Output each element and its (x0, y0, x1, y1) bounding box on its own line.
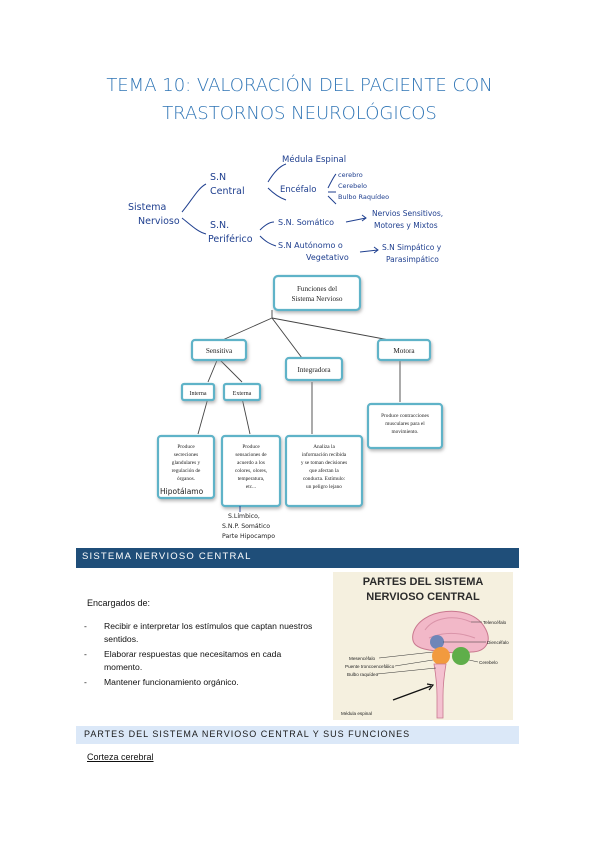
title-line-2: TRASTORNOS NEUROLÓGICOS (162, 103, 437, 124)
mm-simpatico-2: Parasimpático (386, 255, 439, 264)
fc-externa-desc-3: acuerdo a los (237, 460, 265, 466)
mm-cerebro: cerebro (338, 171, 363, 179)
fc-externa-desc-4: colores, olores, (235, 468, 267, 474)
brain-diagram-image: PARTES DEL SISTEMA NERVIOSO CENTRAL Tele… (333, 572, 513, 720)
fc-box-motora (376, 338, 432, 362)
brain-title-1: PARTES DEL SISTEMA (363, 576, 484, 588)
fc-box-externa-desc (220, 434, 282, 508)
mm-root-2: Nervioso (138, 216, 180, 227)
section-heading-snc: SISTEMA NERVIOSO CENTRAL (76, 548, 519, 568)
fc-interna-desc-1: Produce (177, 444, 195, 450)
brain-illustration: PARTES DEL SISTEMA NERVIOSO CENTRAL Tele… (341, 576, 509, 719)
brain-label-mesencefalo: Mesencéfalo (349, 656, 375, 661)
fc-interna: Interna (190, 391, 207, 397)
fc-motora: Motora (393, 347, 415, 355)
fc-box-sensitiva (190, 338, 248, 362)
mm-cerebelo: Cerebelo (338, 182, 367, 190)
fc-interna-desc-2: secreciones (174, 452, 198, 458)
fc-ext-note-3: Parte Hipocampo (222, 533, 275, 540)
fc-box-integradora-desc (284, 434, 364, 508)
mm-nervios-1: Nervios Sensitivos, (372, 209, 443, 218)
list-item: Recibir e interpretar los estímulos que … (80, 620, 320, 646)
encargados-list: Recibir e interpretar los estímulos que … (80, 620, 320, 691)
fc-interna-desc-4: regulación de (172, 468, 201, 474)
mm-autonomo-2: Vegetativo (306, 253, 349, 262)
nervous-system-mindmap: Sistema Nervioso S.N Central Médula Espi… (128, 154, 443, 264)
fc-motora-desc-1: Produce contracciones (381, 413, 429, 419)
fc-root-2: Sistema Nervioso (292, 295, 343, 303)
fc-hipotalamo: Hipotálamo (160, 487, 204, 496)
brain-label-cerebelo: Cerebelo (479, 660, 498, 665)
fc-integradora: Integradora (297, 366, 331, 374)
fc-integ-desc-3: y se toman decisiones (301, 460, 347, 466)
fc-externa-desc-2: sensaciones de (235, 452, 267, 458)
fc-motora-desc-2: musculares para el (385, 421, 425, 427)
mm-periferico-1: S.N. (210, 220, 229, 231)
fc-sensitiva: Sensitiva (206, 347, 233, 355)
page-title: TEMA 10: VALORACIÓN DEL PACIENTE CON TRA… (0, 72, 599, 128)
title-line-1: TEMA 10: VALORACIÓN DEL PACIENTE CON (106, 75, 493, 96)
fc-interna-desc-3: glandulares y (172, 460, 201, 466)
mm-medula: Médula Espinal (282, 154, 346, 165)
fc-box-interna (180, 382, 216, 402)
brain-label-puente: Puente troncoencefálico (345, 664, 395, 669)
brain-label-telencefalo: Telencéfalo (483, 620, 507, 625)
brain-label-bulbo: Bulbo raquídeo (347, 672, 379, 677)
mm-encefalo: Encéfalo (280, 184, 316, 195)
mm-nervios-2: Motores y Mixtos (374, 221, 438, 230)
fc-ext-note-1: S.Límbico, (228, 512, 260, 520)
fc-interna-desc-5: órganos. (177, 476, 195, 482)
mm-central-1: S.N (210, 172, 226, 183)
functions-flowchart: Funciones del Sistema Nervioso Sensitiva… (156, 274, 444, 540)
list-item: Mantener funcionamiento orgánico. (80, 676, 320, 689)
mm-somatico: S.N. Somático (278, 218, 334, 227)
encargados-label: Encargados de: (87, 598, 151, 608)
mm-bulbo: Bulbo Raquídeo (338, 193, 389, 201)
fc-box-externa (222, 382, 262, 402)
fc-integ-desc-5: conducta. Estímulo: (303, 476, 346, 482)
fc-box-root (272, 274, 362, 312)
mm-central-2: Central (210, 186, 245, 197)
fc-externa-desc-6: etc... (246, 484, 256, 490)
mm-simpatico-1: S.N Simpático y (382, 243, 442, 252)
brain-label-medula: Médula espinal (341, 711, 372, 716)
fc-externa-desc-1: Produce (242, 444, 260, 450)
fc-box-integradora (284, 356, 344, 382)
fc-externa: Externa (233, 391, 252, 397)
brain-label-diencefalo: Diencéfalo (487, 640, 509, 645)
fc-box-interna-desc (156, 434, 216, 500)
section-heading-partes-text: PARTES DEL SISTEMA NERVIOSO CENTRAL Y SU… (84, 729, 411, 739)
section-heading-partes: PARTES DEL SISTEMA NERVIOSO CENTRAL Y SU… (76, 726, 519, 744)
fc-motora-desc-3: movimiento. (392, 429, 419, 435)
fc-integ-desc-1: Analiza la (313, 444, 335, 450)
fc-integ-desc-6: un peligro lejano (306, 484, 342, 490)
fc-externa-desc-5: temperatura, (238, 476, 265, 482)
fc-box-motora-desc (366, 402, 444, 450)
mm-root-1: Sistema (128, 202, 166, 213)
fc-ext-note-2: S.N.P. Somático (222, 522, 270, 530)
subheading-corteza: Corteza cerebral (87, 752, 154, 762)
fc-root-1: Funciones del (297, 285, 337, 293)
mm-periferico-2: Periférico (208, 234, 253, 245)
list-item: Elaborar respuestas que necesitamos en c… (80, 648, 320, 674)
brain-title-2: NERVIOSO CENTRAL (366, 591, 480, 603)
mm-autonomo-1: S.N Autónomo o (278, 240, 343, 250)
fc-integ-desc-2: información recibida (302, 451, 347, 458)
fc-integ-desc-4: que afectan la (309, 467, 339, 474)
section-heading-snc-text: SISTEMA NERVIOSO CENTRAL (82, 551, 252, 562)
